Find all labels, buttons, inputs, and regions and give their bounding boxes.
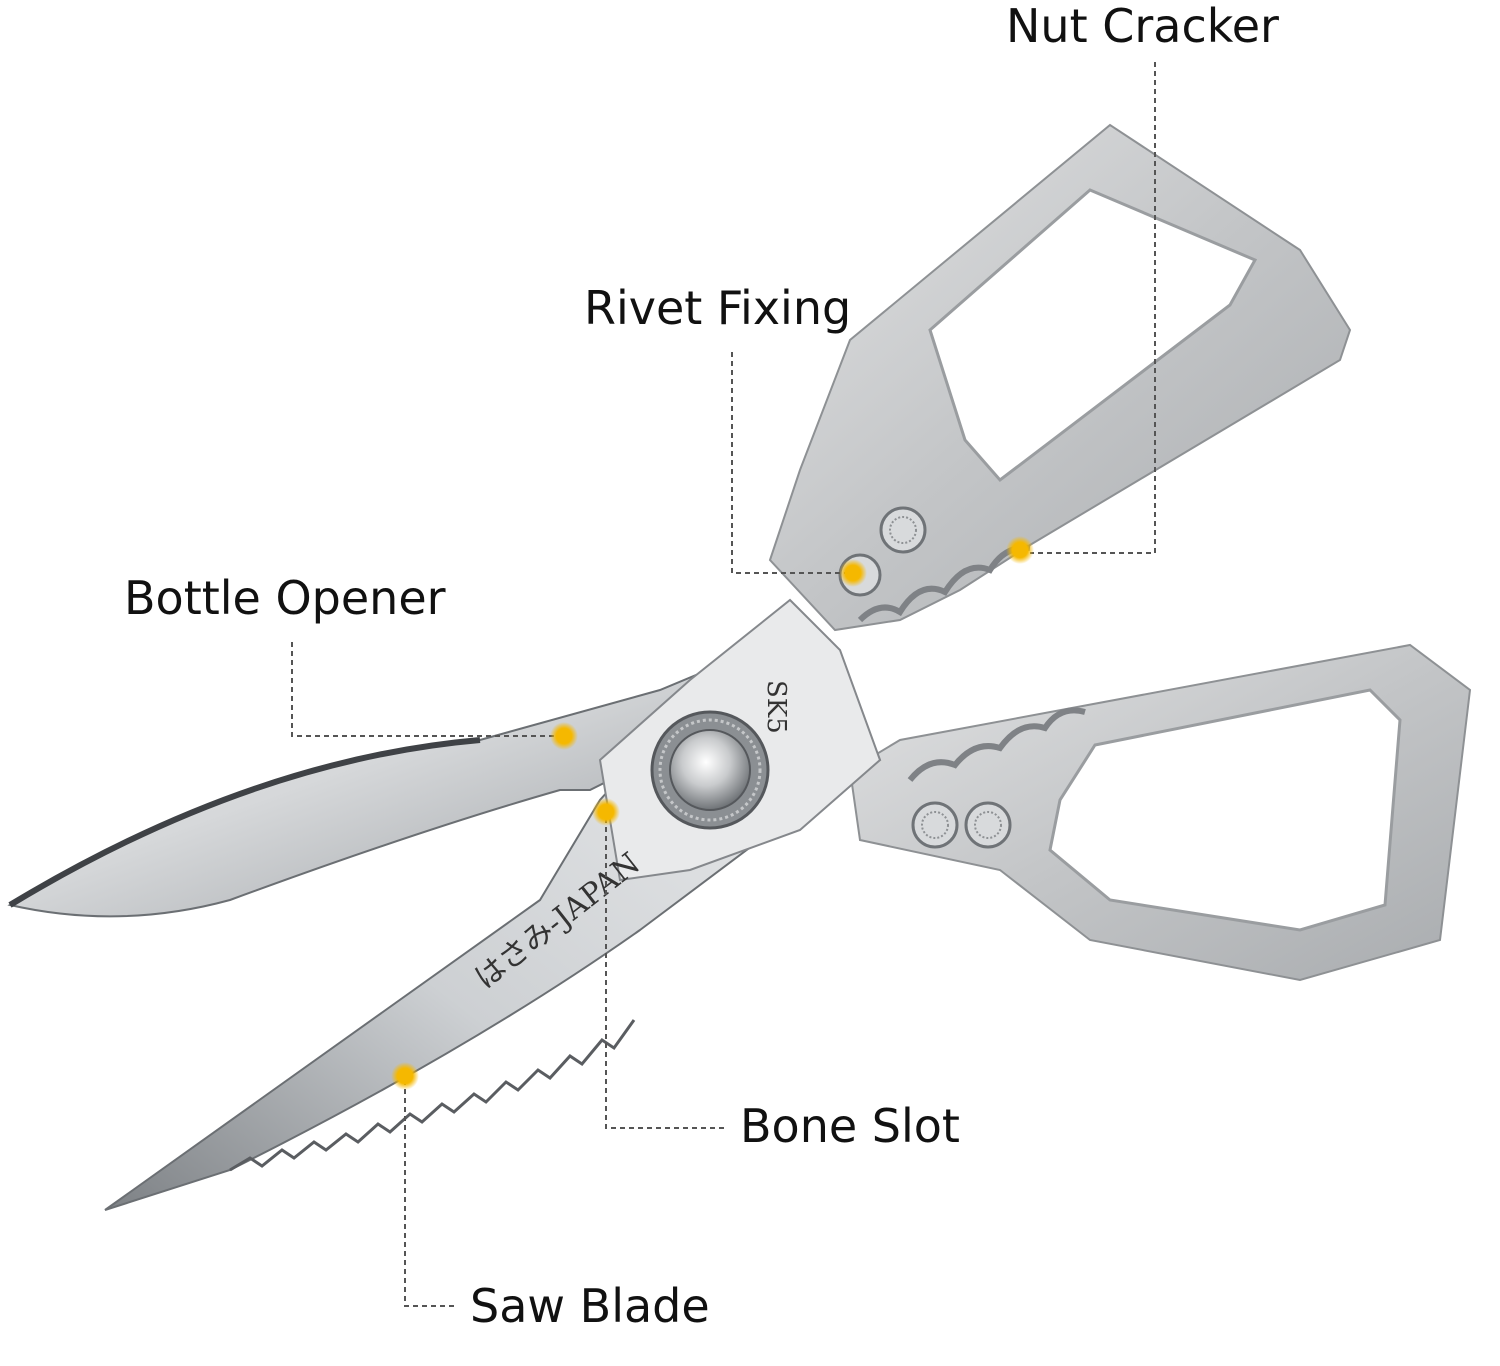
pivot-screw xyxy=(650,710,770,830)
callout-rivet-fixing: Rivet Fixing xyxy=(584,281,852,335)
upper-blade xyxy=(7,639,781,918)
lower-handle xyxy=(848,643,1472,982)
callout-bottle-opener: Bottle Opener xyxy=(124,571,446,625)
steel-grade-engraving: SK5 xyxy=(761,680,791,734)
callout-bone-slot: Bone Slot xyxy=(740,1099,960,1153)
leader-rivet-fixing xyxy=(731,352,845,574)
callout-nut-cracker: Nut Cracker xyxy=(1006,0,1279,53)
leader-bone-slot xyxy=(605,818,728,1129)
callout-saw-blade: Saw Blade xyxy=(470,1279,710,1333)
rivets-lower xyxy=(911,801,1012,849)
leader-nut-cracker xyxy=(1030,62,1156,554)
leader-lines xyxy=(291,62,1156,1307)
upper-handle xyxy=(768,123,1352,632)
highlight-markers xyxy=(391,536,1034,1090)
leader-saw-blade xyxy=(404,1080,458,1307)
leader-bottle-opener xyxy=(291,642,560,737)
